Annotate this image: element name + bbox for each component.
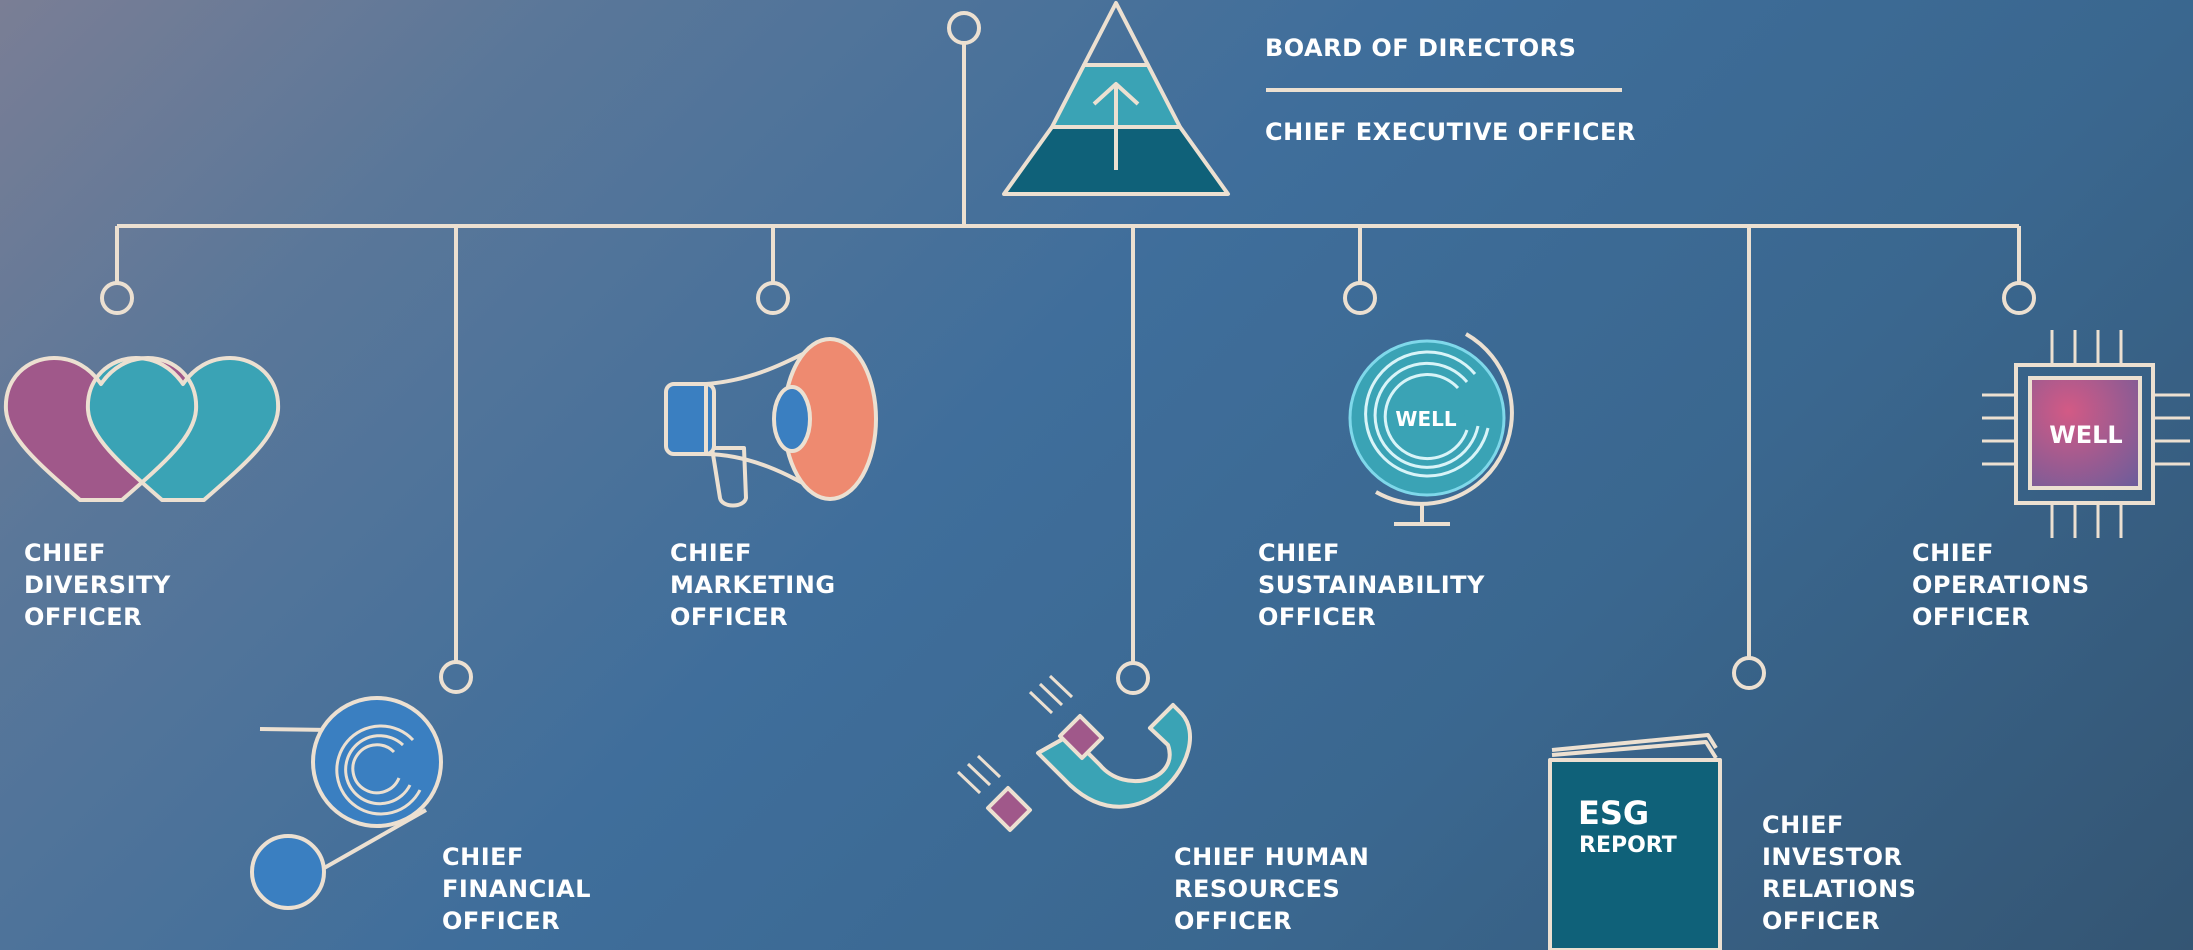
operations-officer-label: CHIEF OPERATIONS OFFICER bbox=[1912, 537, 2090, 633]
hearts-icon bbox=[3, 356, 281, 502]
node-top bbox=[947, 11, 981, 45]
label-line: CHIEF bbox=[1762, 811, 1844, 839]
coins-icon bbox=[250, 696, 443, 910]
node-financial bbox=[439, 660, 473, 694]
label-line: OFFICER bbox=[1174, 907, 1293, 935]
label-line: CHIEF HUMAN bbox=[1174, 843, 1370, 871]
node-marketing bbox=[756, 281, 790, 315]
esg-book-title: ESG bbox=[1578, 794, 1649, 832]
diversity-officer-label: CHIEF DIVERSITY OFFICER bbox=[24, 537, 171, 633]
label-line: OFFICER bbox=[1258, 603, 1377, 631]
sustainability-officer-label: CHIEF SUSTAINABILITY OFFICER bbox=[1258, 537, 1485, 633]
label-line: CHIEF bbox=[1258, 539, 1340, 567]
megaphone-icon bbox=[664, 337, 878, 508]
label-line: OPERATIONS bbox=[1912, 571, 2090, 599]
label-line: FINANCIAL bbox=[442, 875, 591, 903]
esg-report-icon bbox=[1548, 733, 1722, 950]
magnet-icon bbox=[956, 674, 1192, 832]
globe-badge-text: WELL bbox=[1395, 407, 1456, 431]
board-of-directors-label: BOARD OF DIRECTORS bbox=[1265, 34, 1577, 62]
investor-relations-officer-label: CHIEF INVESTOR RELATIONS OFFICER bbox=[1762, 809, 1916, 937]
connector-nodes bbox=[100, 11, 2036, 695]
label-line: CHIEF bbox=[24, 539, 106, 567]
label-line: INVESTOR bbox=[1762, 843, 1903, 871]
label-line: RESOURCES bbox=[1174, 875, 1341, 903]
label-line: DIVERSITY bbox=[24, 571, 171, 599]
node-sustainability bbox=[1343, 281, 1377, 315]
financial-officer-label: CHIEF FINANCIAL OFFICER bbox=[442, 841, 591, 937]
node-hr bbox=[1116, 661, 1150, 695]
node-investor bbox=[1732, 656, 1766, 690]
label-line: OFFICER bbox=[1762, 907, 1881, 935]
globe-icon bbox=[1348, 332, 1514, 526]
label-line: SUSTAINABILITY bbox=[1258, 571, 1485, 599]
ceo-label: CHIEF EXECUTIVE OFFICER bbox=[1265, 118, 1636, 146]
label-line: OFFICER bbox=[1912, 603, 2031, 631]
chip-icon bbox=[1982, 330, 2190, 538]
label-line: OFFICER bbox=[24, 603, 143, 631]
label-line: CHIEF bbox=[670, 539, 752, 567]
chip-badge-text: WELL bbox=[2049, 421, 2122, 449]
marketing-officer-label: CHIEF MARKETING OFFICER bbox=[670, 537, 836, 633]
esg-book-subtitle: REPORT bbox=[1579, 833, 1677, 858]
node-diversity bbox=[100, 281, 134, 315]
label-line: RELATIONS bbox=[1762, 875, 1917, 903]
label-line: CHIEF bbox=[442, 843, 524, 871]
node-operations bbox=[2002, 281, 2036, 315]
label-line: CHIEF bbox=[1912, 539, 1994, 567]
label-line: MARKETING bbox=[670, 571, 836, 599]
label-line: OFFICER bbox=[670, 603, 789, 631]
hr-officer-label: CHIEF HUMAN RESOURCES OFFICER bbox=[1174, 841, 1369, 937]
pyramid-icon bbox=[1002, 1, 1230, 196]
label-line: OFFICER bbox=[442, 907, 561, 935]
connectors bbox=[115, 42, 2021, 662]
